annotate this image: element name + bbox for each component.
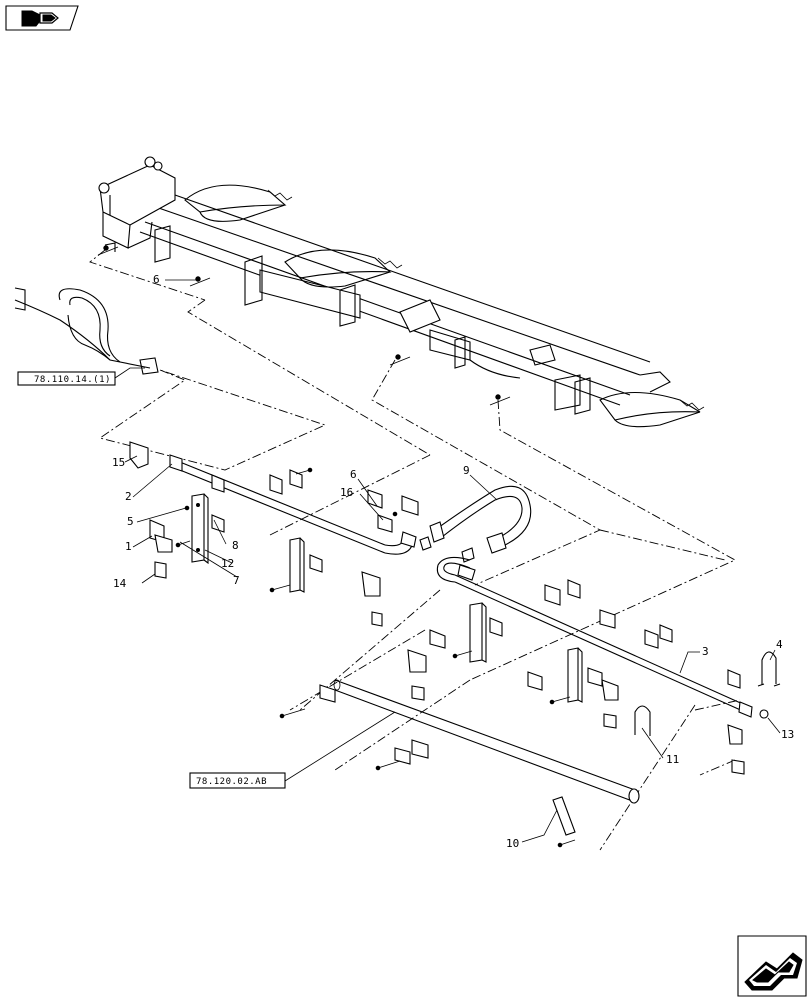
spray-tube-left xyxy=(169,454,417,555)
mounting-brackets xyxy=(191,493,583,836)
callout-leaders xyxy=(114,279,781,843)
callout-12: 12 xyxy=(221,557,234,570)
callout-5: 5 xyxy=(127,515,134,528)
boom-frame xyxy=(97,156,705,428)
reference-box-upper[interactable]: 78.110.14.(1) xyxy=(17,371,116,386)
u-bend-hose xyxy=(419,485,532,563)
reference-box-lower[interactable]: 78.120.02.AB xyxy=(189,772,286,789)
callout-16: 16 xyxy=(340,486,353,499)
pipe-clamps xyxy=(129,441,745,775)
bolts xyxy=(175,467,576,848)
spray-tube-right xyxy=(436,556,753,718)
page-back-arrow-icon[interactable] xyxy=(5,5,79,31)
callout-labels: 6 15 2 5 1 14 7 8 12 6 16 9 3 4 13 11 10 xyxy=(112,273,794,850)
callout-6a: 6 xyxy=(153,273,160,286)
u-bolts xyxy=(634,651,781,736)
callout-13: 13 xyxy=(781,728,794,741)
callout-2: 2 xyxy=(125,490,132,503)
callout-3: 3 xyxy=(702,645,709,658)
callout-9: 9 xyxy=(463,464,470,477)
callout-14: 14 xyxy=(113,577,127,590)
reference-label: 78.120.02.AB xyxy=(196,777,267,787)
callout-4: 4 xyxy=(776,638,783,651)
callout-1: 1 xyxy=(125,540,132,553)
page-forward-arrow-icon[interactable] xyxy=(737,935,807,997)
reference-label: 78.110.14.(1) xyxy=(34,375,111,385)
boom-tube-lower xyxy=(333,679,640,804)
callout-6b: 6 xyxy=(350,468,357,481)
hose-assembly xyxy=(14,287,159,375)
callout-8: 8 xyxy=(232,539,239,552)
callout-7: 7 xyxy=(233,574,240,587)
assembly-leader-lines xyxy=(89,249,741,851)
callout-11: 11 xyxy=(666,753,679,766)
callout-10: 10 xyxy=(506,837,519,850)
callout-15: 15 xyxy=(112,456,125,469)
